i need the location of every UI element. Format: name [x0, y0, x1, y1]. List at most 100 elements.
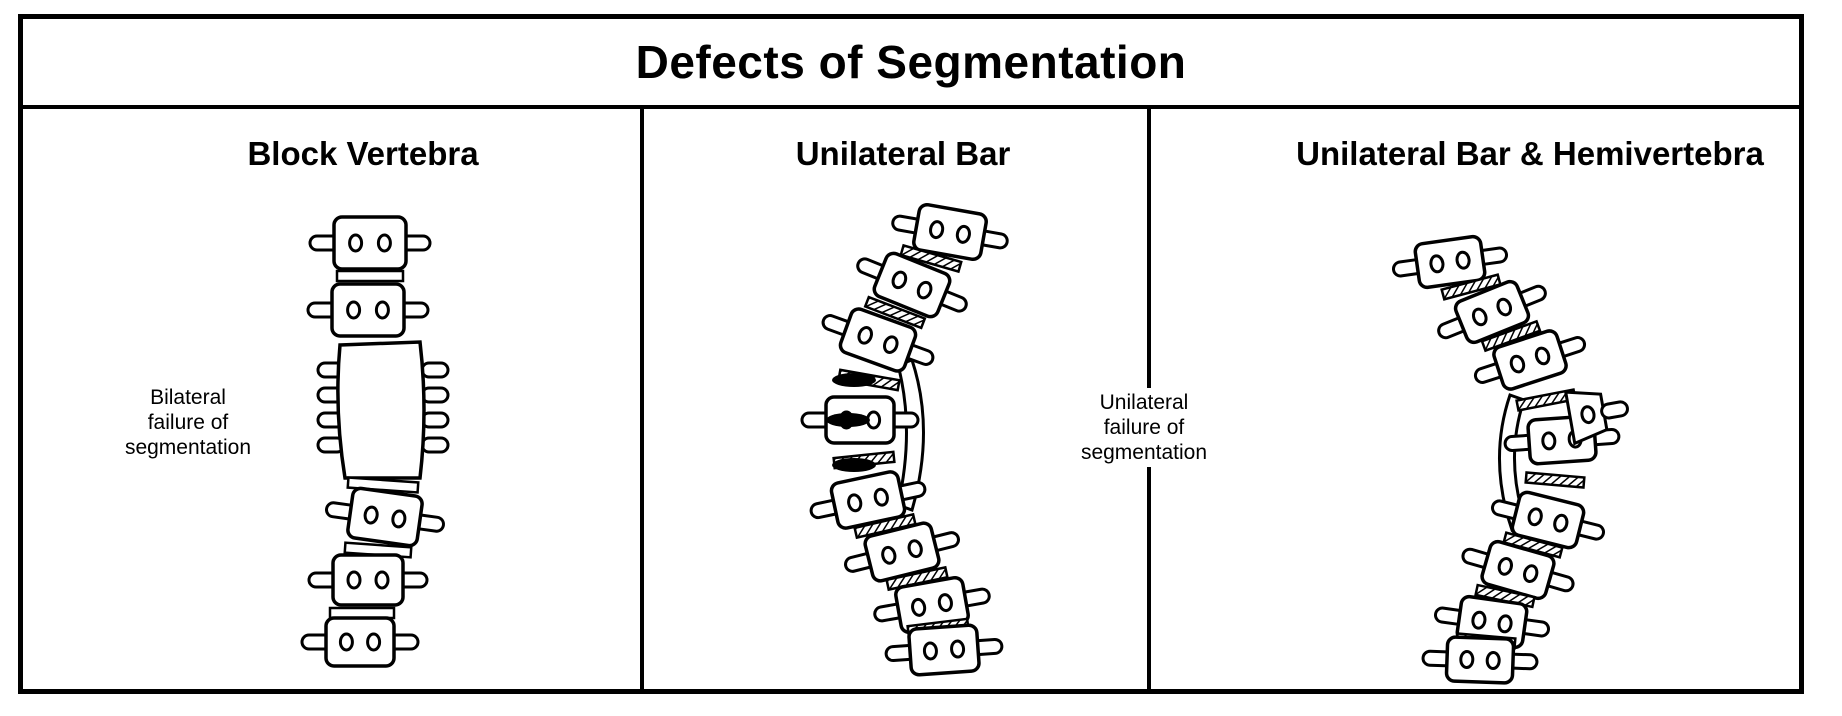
pedicle [1496, 297, 1513, 317]
vertebral-body [1444, 635, 1516, 685]
pedicle [857, 326, 873, 345]
vertebra [1437, 279, 1547, 345]
block-vertebra-spine [300, 215, 450, 668]
intervertebral-disc [1440, 273, 1502, 301]
vertebra [325, 486, 445, 548]
wedge-disc [832, 458, 876, 472]
note-line: failure of [1103, 416, 1185, 439]
vertebral-body [1413, 234, 1487, 290]
vertebral-body [838, 307, 918, 373]
pedicle [1485, 650, 1501, 670]
pedicle [1497, 614, 1513, 634]
pedicle [1497, 556, 1513, 576]
vertebra [856, 251, 968, 319]
transverse-process [420, 386, 450, 404]
note-bilateral-failure: Bilateral failure of segmentation [120, 383, 256, 462]
pedicle [1459, 650, 1475, 670]
pedicle [1509, 354, 1526, 374]
vertebra [844, 521, 960, 583]
pedicle [338, 632, 354, 652]
panel-title-block-vertebra: Block Vertebra [247, 135, 479, 172]
pedicle [1553, 513, 1569, 533]
vertebra [884, 623, 1004, 677]
intervertebral-disc [1524, 471, 1586, 489]
vertebra [308, 215, 432, 271]
transverse-process [1600, 400, 1629, 420]
transverse-process [420, 411, 450, 429]
vertebra [809, 470, 927, 530]
pedicle [366, 632, 382, 652]
vertebra [821, 307, 935, 373]
vertebral-body [332, 215, 408, 271]
pedicle [955, 224, 971, 244]
pedicle [374, 300, 390, 320]
pedicle [937, 593, 953, 613]
panel-title-unilateral-bar-hemivertebra: Unilateral Bar & Hemivertebra [1296, 135, 1764, 172]
pedicle [391, 509, 407, 529]
pedicle [847, 493, 863, 513]
pedicle [376, 233, 392, 253]
note-unilateral-failure: Unilateral failure of segmentation [1076, 388, 1212, 467]
intervertebral-disc [899, 243, 963, 274]
pedicle [1534, 346, 1551, 366]
pedicle [1523, 564, 1539, 584]
pedicle [1455, 250, 1471, 270]
transverse-process [420, 436, 450, 454]
vertebral-body [912, 202, 988, 262]
pedicle [348, 233, 364, 253]
vertebral-body [330, 282, 406, 338]
pedicle [1429, 254, 1445, 274]
pedicle [1541, 431, 1557, 451]
title-bar: Defects of Segmentation [23, 19, 1799, 109]
pedicle [1471, 610, 1487, 630]
disc-outline [863, 295, 927, 330]
vertebral-body [1492, 329, 1568, 391]
vertebra [1473, 329, 1587, 391]
pedicle [881, 545, 897, 565]
pedicle [1580, 405, 1596, 425]
vertebra [300, 616, 420, 668]
pedicle [1527, 507, 1543, 527]
pedicle [891, 270, 908, 290]
vertebra [873, 575, 991, 635]
pedicle [911, 597, 927, 617]
pedicle [916, 280, 933, 300]
pedicle [363, 505, 379, 525]
disc-outline [899, 243, 963, 274]
unilateral-bar-hemivertebra-spine [1391, 234, 1629, 685]
vertebra [1490, 490, 1606, 550]
wedge-disc [832, 373, 876, 387]
intervertebral-disc [335, 269, 405, 283]
vertebra [306, 282, 430, 338]
vertebra [1461, 539, 1575, 601]
vertebra [1391, 234, 1509, 290]
vertebral-body [907, 623, 981, 677]
block-body [336, 340, 426, 480]
pedicle [950, 639, 966, 659]
vertebral-body [346, 486, 424, 548]
vertebral-body [872, 251, 952, 319]
pedicle [346, 570, 362, 590]
pedicle [929, 220, 945, 240]
disc-outline [1524, 471, 1586, 489]
note-line: failure of [147, 411, 229, 434]
transverse-process [420, 361, 450, 379]
note-line: segmentation [124, 436, 252, 459]
fused-block [316, 340, 450, 480]
note-line: Unilateral [1099, 391, 1189, 414]
note-line: segmentation [1080, 441, 1208, 464]
vertebral-body [1453, 279, 1531, 345]
vertebral-body [324, 616, 396, 668]
pedicle [1471, 307, 1488, 327]
vertebral-body [331, 553, 405, 607]
note-line: Bilateral [150, 386, 226, 409]
disc-outline [335, 269, 405, 283]
hemivertebra [1563, 390, 1629, 446]
vertebra [307, 553, 429, 607]
panel-divider-1 [640, 109, 644, 689]
pedicle [907, 539, 923, 559]
pedicle [922, 641, 938, 661]
pedicle [374, 570, 390, 590]
vertebra [891, 202, 1009, 262]
